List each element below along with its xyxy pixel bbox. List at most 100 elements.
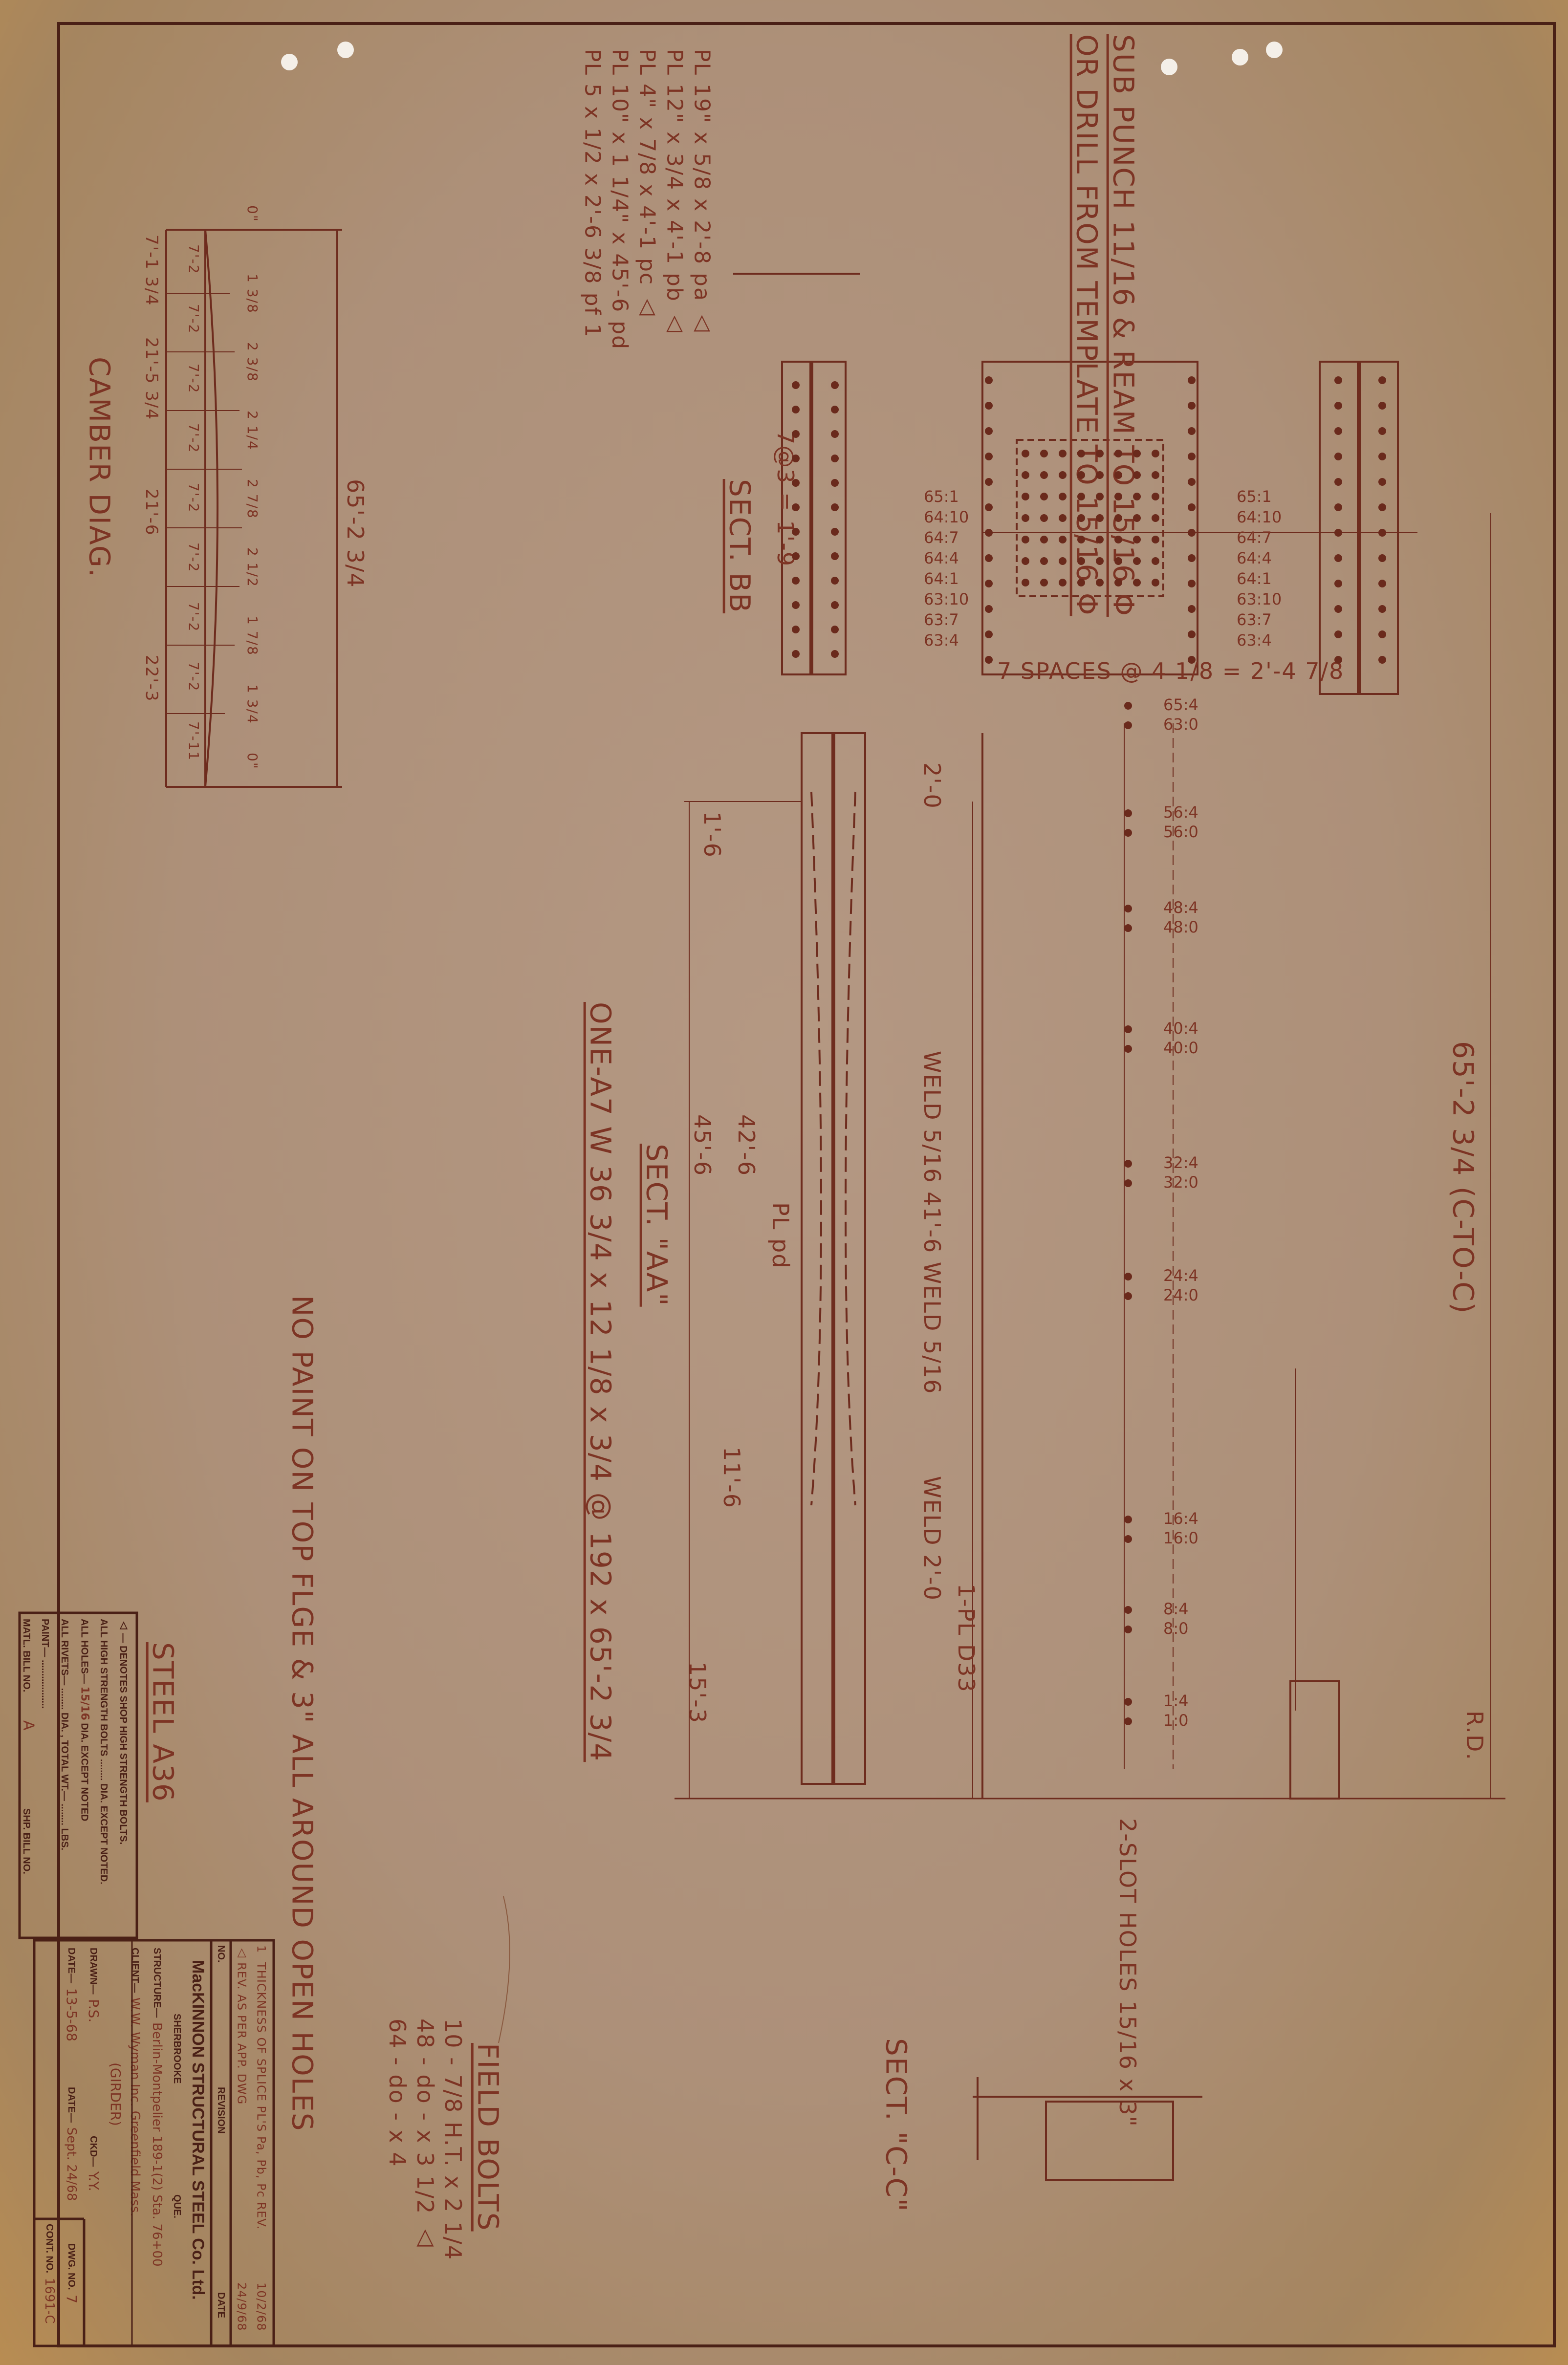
rev-header: REVISION	[216, 2087, 226, 2134]
dwg-no-value: 7	[64, 2295, 80, 2304]
bolt-hole	[1022, 493, 1029, 500]
camber-spacing: 7'-2	[186, 602, 202, 632]
bolt-hole	[1334, 630, 1342, 638]
bolt-hole	[1133, 557, 1141, 565]
bolt-hole	[1188, 630, 1196, 638]
bolt-hole	[1114, 579, 1122, 586]
bolt-hole	[1022, 536, 1029, 543]
bolt-hole	[792, 381, 800, 389]
camber-left-dim: 21'-6	[142, 489, 162, 536]
bb-dim-right: 64:4	[1237, 549, 1272, 567]
station-label: 56:0	[1163, 823, 1198, 841]
bolt-hole	[1077, 557, 1085, 565]
station-label: 40:0	[1163, 1039, 1198, 1057]
camber-spacing: 7'-2	[186, 244, 202, 275]
bolt-hole	[985, 376, 993, 384]
cont-no-value: 1691-C	[42, 2278, 57, 2324]
no-paint-note: NO PAINT ON TOP FLGE & 3" ALL AROUND OPE…	[285, 1295, 319, 2132]
bolt-hole	[1152, 557, 1159, 565]
bolt-hole	[1188, 453, 1196, 460]
camber-left-dim: 22'-3	[142, 655, 162, 702]
bolt-hole	[831, 528, 839, 536]
station-hole	[1124, 1160, 1132, 1168]
bolt-hole	[1378, 503, 1386, 511]
station-hole	[1124, 1292, 1132, 1300]
bolt-hole	[1334, 656, 1342, 664]
revision-1-no: 1	[254, 1945, 268, 1953]
paint-note: PAINT— ..................	[40, 1619, 50, 1709]
plate-pd-label: PL pd	[767, 1202, 794, 1269]
splice-drawing	[981, 361, 1417, 675]
bolt-hole	[831, 455, 839, 462]
station-hole	[1124, 1626, 1132, 1633]
bolt-hole	[985, 478, 993, 486]
bolt-hole	[1040, 536, 1048, 543]
station-hole	[1124, 1179, 1132, 1187]
section-cc-label: SECT. "C-C"	[879, 2038, 913, 2213]
shp-bill-label: SHP. BILL NO.	[21, 1808, 32, 1874]
station-label: 1:4	[1163, 1692, 1189, 1710]
bolt-hole	[1059, 557, 1067, 565]
section-cc-drawing	[973, 2077, 1202, 2181]
bolt-hole	[1378, 605, 1386, 613]
bolt-hole	[1152, 579, 1159, 586]
station-label: 8:4	[1163, 1600, 1189, 1618]
girder-dim: 1'-6	[698, 811, 725, 858]
bolt-hole	[792, 528, 800, 536]
bolt-hole	[985, 605, 993, 613]
station-label: 24:0	[1163, 1286, 1198, 1304]
bolt-hole	[1334, 605, 1342, 613]
bolt-hole	[1378, 656, 1386, 664]
station-hole	[1124, 809, 1132, 817]
bolt-hole	[1152, 493, 1159, 500]
bolt-hole	[792, 626, 800, 633]
bolt-hole	[1378, 580, 1386, 587]
bolt-hole	[1022, 514, 1029, 522]
revision-1-text: THICKNESS OF SPLICE PL'S Pa, Pb, Pc REV.	[254, 1962, 268, 2230]
bolt-hole	[1188, 503, 1196, 511]
station-label: 8:0	[1163, 1619, 1189, 1638]
matl-bill-value: A	[20, 1720, 37, 1732]
sheet-border	[57, 22, 1556, 2347]
hs-bolts-note: ALL HIGH STRENGTH BOLTS ........ DIA. EX…	[98, 1619, 109, 1885]
rev-date-header: DATE	[216, 2292, 226, 2318]
bolt-hole	[985, 402, 993, 410]
bolt-hole	[1096, 579, 1104, 586]
station-hole	[1124, 905, 1132, 912]
bolt-hole	[1334, 554, 1342, 562]
steel-spec: STEEL A36	[146, 1642, 180, 1802]
bolt-hole	[985, 630, 993, 638]
station-hole	[1124, 924, 1132, 932]
holes-note: ALL HOLES— 15/16 DIA. EXCEPT NOTED	[78, 1619, 90, 1822]
ckd-value: Y.Y.	[86, 2171, 102, 2191]
bolt-hole	[1022, 579, 1029, 586]
station-hole	[1124, 1273, 1132, 1280]
rd-label: R.D.	[1461, 1711, 1488, 1761]
bolt-hole	[831, 650, 839, 658]
station-hole	[1124, 1698, 1132, 1706]
bolt-hole	[1152, 471, 1159, 479]
bolt-hole	[1077, 450, 1085, 457]
bolt-hole	[1378, 453, 1386, 460]
date-value: 13-5-68	[64, 1988, 80, 2041]
bolt-hole	[1334, 529, 1342, 537]
bolt-hole	[1133, 536, 1141, 543]
client-value: W.W. Wyman Inc. Greenfield Mass.	[127, 1997, 142, 2217]
bolt-hole	[1096, 450, 1104, 457]
station-label: 16:0	[1163, 1529, 1198, 1547]
bb-dim-left: 63:7	[924, 610, 959, 629]
field-bolts-row: 64 - do - x 4	[384, 2018, 411, 2168]
revision-2-date: 24/9/68	[235, 2282, 249, 2331]
bolt-hole	[1188, 554, 1196, 562]
bolt-hole	[1334, 503, 1342, 511]
bolt-hole	[831, 430, 839, 438]
overall-length-dim: 65'-2 3/4 (C-TO-C)	[1446, 1041, 1480, 1315]
camber-ordinate: 1 7/8	[244, 616, 261, 656]
bolt-hole	[1077, 493, 1085, 500]
bolt-hole	[1059, 493, 1067, 500]
cont-no-label: CONT. NO.	[44, 2224, 55, 2274]
punch-hole	[281, 54, 298, 70]
bolt-hole	[831, 601, 839, 609]
plate-item: PL 4" x 7/8 x 4'-1 pc △	[634, 49, 660, 320]
